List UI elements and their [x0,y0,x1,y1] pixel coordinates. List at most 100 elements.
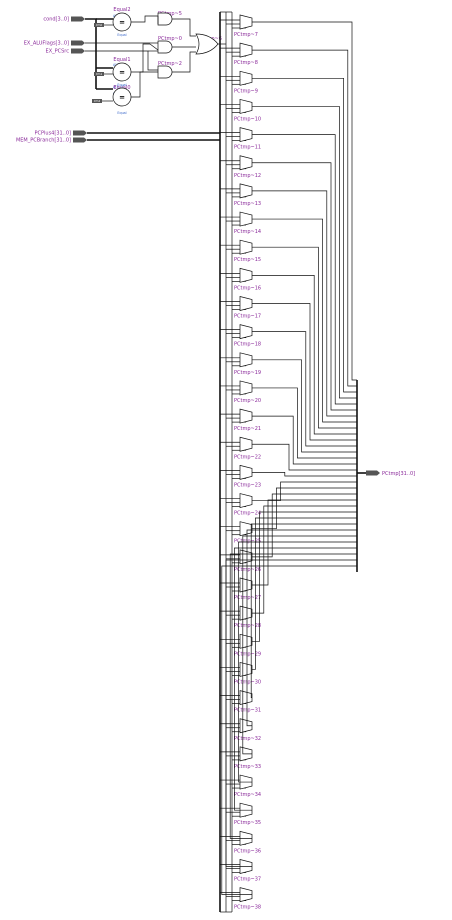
and-gate-icon [157,40,173,54]
mux-label: PCtmp~12 [234,173,261,179]
mux-icon [239,211,253,227]
mux-label: PCtmp~17 [234,314,261,320]
mux-icon [239,352,253,368]
svg-text:PCtmp~2: PCtmp~2 [158,61,182,67]
mux-35: PCtmp~35 [220,547,357,826]
or-gate-pctmp-6: PCtmp~6 [195,33,226,55]
mux-label: PCtmp~18 [234,342,261,348]
mux-label: PCtmp~34 [234,792,261,798]
mux-8: PCtmp~8 [220,42,357,387]
svg-text:PCtmp~5: PCtmp~5 [158,11,182,17]
mux-label: PCtmp~13 [234,201,261,207]
mux-icon [239,549,253,565]
mux-label: PCtmp~26 [234,567,261,573]
mux-icon [239,14,253,30]
mux-icon [239,436,253,452]
mux-label: PCtmp~28 [234,623,261,629]
mux-38: PCtmp~38 [220,565,357,911]
and-gate-icon [157,12,173,26]
input-pin-pcplus4[interactable]: PCPlus4[31..0] [35,130,88,137]
pin-icon [71,48,85,54]
mux-label: PCtmp~36 [234,848,261,854]
mux-11: PCtmp~11 [220,127,357,405]
mux-19: PCtmp~19 [220,352,357,453]
and-gate-icon [157,65,173,79]
mux-icon [239,324,253,340]
mux-23: PCtmp~23 [220,464,357,488]
mux-22: PCtmp~22 [220,436,357,471]
mux-label: PCtmp~15 [234,257,261,263]
mux-15: PCtmp~15 [220,239,357,429]
mux-label: PCtmp~10 [234,116,261,122]
constant-pin [92,99,102,103]
mux-label: PCtmp~22 [234,454,261,460]
mux-label: PCtmp~29 [234,651,261,657]
mux-icon [239,70,253,86]
input-pin-cond[interactable]: cond[3..0] [43,16,85,23]
mux-icon [239,633,253,649]
mux-label: PCtmp~19 [234,370,261,376]
constant-pin [94,72,104,76]
mux-icon [239,464,253,480]
input-pin-mem-pcbranch[interactable]: MEM_PCBranch[31..0] [16,137,87,144]
mux-36: PCtmp~36 [220,553,357,854]
mux-17: PCtmp~17 [220,296,357,441]
pin-icon [71,16,85,22]
output-pin-pctmp[interactable]: PCtmp[31..0] [366,470,415,478]
mux-7: PCtmp~7 [220,14,357,381]
svg-text:Equal: Equal [117,33,126,37]
mux-label: PCtmp~24 [234,511,261,517]
mux-icon [239,662,253,677]
mux-label: PCtmp~32 [234,736,261,742]
and-gate-pctmp-5: PCtmp~5 [157,11,196,37]
constant-pin [94,23,104,27]
mux-label: PCtmp~23 [234,482,261,488]
mux-label: PCtmp~16 [234,285,261,291]
input-pin-alu-flags[interactable]: EX_ALUFlags[3..0] [24,40,85,47]
mux-label: PCtmp~11 [234,145,261,151]
comparator-label: Equal2 [113,7,130,13]
mux-label: PCtmp~37 [234,877,261,883]
svg-text:=: = [119,94,125,102]
mux-icon [239,605,253,621]
mux-icon [239,380,253,396]
mux-icon [239,267,253,283]
svg-text:PCtmp~0: PCtmp~0 [158,36,182,42]
mux-icon [239,521,253,537]
mux-label: PCtmp~8 [234,60,258,66]
mux-21: PCtmp~21 [220,408,357,465]
mux-label: PCtmp~14 [234,229,261,235]
or-gate-icon [195,33,219,55]
pin-icon [73,130,87,136]
mux-14: PCtmp~14 [220,211,357,423]
mux-label: PCtmp~31 [234,708,261,714]
mux-10: PCtmp~10 [220,99,357,399]
input-pin-pcsrc[interactable]: EX_PCSrc [46,48,85,55]
output-label: PCtmp[31..0] [382,471,415,477]
and-gate-pctmp-2: PCtmp~2 [157,51,196,79]
mux-label: PCtmp~20 [234,398,261,404]
pin-icon [71,40,85,46]
svg-text:A[3..0]: A[3..0] [113,85,124,89]
mux-label: PCtmp~27 [234,595,261,601]
pin-icon [73,137,87,143]
mux-label: PCtmp~38 [234,905,261,911]
pin-icon [366,470,380,476]
mux-stack: PCtmp~7PCtmp~8PCtmp~9PCtmp~10PCtmp~11PCt… [220,14,357,911]
mux-16: PCtmp~16 [220,267,357,435]
input-label-cond: cond[3..0] [43,17,69,23]
mux-9: PCtmp~9 [220,70,357,393]
comparator-equal0: A[3..0] B[3..0] Equal0 4'h2 = Equal [92,71,158,115]
svg-text:=: = [119,19,125,27]
mux-label: PCtmp~21 [234,426,261,432]
svg-text:Equal: Equal [117,83,126,87]
mux-icon [239,493,253,508]
mux-icon [239,408,253,424]
mux-icon [239,296,253,311]
comparator-equal2: A[3..0] B[3..0] Equal2 4'h0 = Equal [94,7,158,37]
mux-icon [239,99,253,114]
mux-icon [239,42,253,58]
mux-icon [239,155,253,171]
mux-icon [239,183,253,199]
